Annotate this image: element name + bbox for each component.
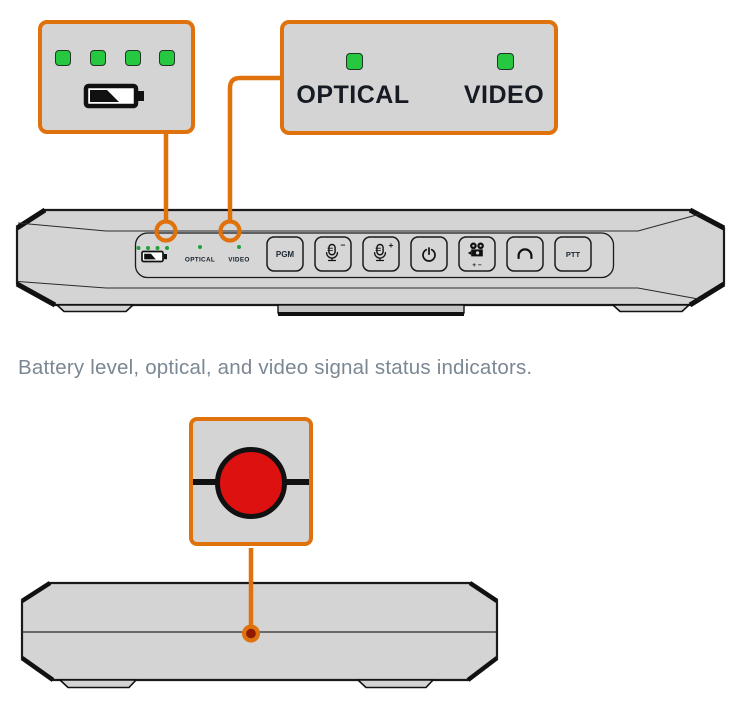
ptt-button (554, 236, 592, 272)
battery-level-icon (83, 83, 144, 109)
tally-light-icon (242, 624, 260, 643)
panel-battery-leds (136, 246, 169, 250)
optical-led (345, 52, 363, 70)
signal-callout-line (227, 75, 280, 221)
device-back-left-foot (57, 679, 138, 689)
mic-up-sign: + (389, 240, 394, 250)
headphones-icon (517, 248, 533, 260)
panel-optical-label: OPTICAL (185, 257, 215, 264)
signal-callout-ring (218, 219, 242, 243)
battery-led-4 (159, 50, 175, 66)
device-front-bevel-lines (17, 212, 703, 301)
camera-settings-icon (467, 242, 484, 257)
battery-callout-box (38, 20, 195, 134)
mic-up-icon (373, 243, 387, 262)
device-back-chamfers (20, 581, 499, 682)
battery-led-1 (55, 50, 71, 66)
panel-optical-led (198, 245, 202, 249)
mic-down-sign: − (341, 240, 346, 250)
panel-video-led (237, 245, 241, 249)
figure-caption: Battery level, optical, and video signal… (18, 356, 533, 379)
battery-callout-ring (154, 219, 178, 243)
device-front-chamfers (15, 207, 726, 308)
device-front-right-foot (610, 304, 692, 313)
battery-led-3 (125, 50, 141, 66)
callout-connectors (154, 75, 280, 626)
device-back-right-foot (355, 679, 435, 689)
battery-led-2 (90, 50, 106, 66)
ptt-label: PTT (566, 250, 581, 259)
camera-adjust-signs: + − (472, 262, 482, 269)
battery-icon (141, 250, 167, 263)
video-label: VIDEO (463, 81, 545, 109)
tally-callout-box (189, 417, 313, 546)
pgm-label: PGM (276, 250, 295, 259)
device-front-center-stand (277, 304, 465, 316)
video-led (496, 52, 514, 70)
power-icon (422, 247, 436, 262)
signal-callout-box: OPTICAL VIDEO (280, 20, 558, 135)
mic-down-icon (325, 243, 339, 262)
panel-video-label: VIDEO (228, 257, 249, 264)
headphones-button (506, 236, 544, 272)
optical-label: OPTICAL (296, 81, 410, 109)
tally-light-zoom (214, 447, 287, 519)
pgm-button (266, 236, 304, 272)
panel-buttons: PGM − + (266, 236, 592, 272)
device-front-view: OPTICAL VIDEO PGM (15, 207, 726, 316)
device-front-left-foot (54, 304, 136, 313)
